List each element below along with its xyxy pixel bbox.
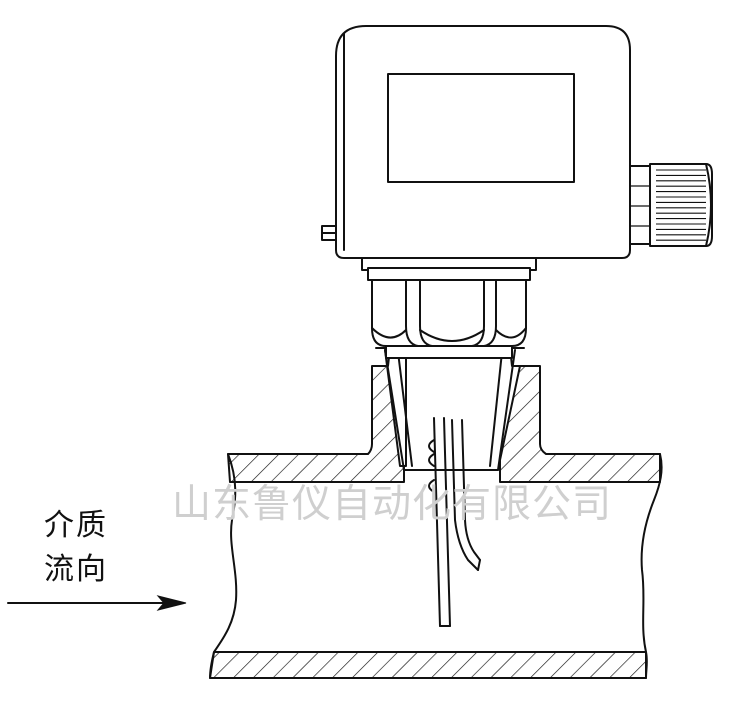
pipe-bottom-wall — [209, 651, 647, 679]
cable-gland — [629, 163, 713, 247]
paddle-stem — [428, 417, 481, 627]
pipe-top-wall-right — [499, 365, 661, 483]
hex-nut — [371, 277, 527, 359]
medium-label-line2: 流向 — [44, 552, 108, 587]
watermark-text: 山东鲁仪自动化有限公司 — [171, 482, 612, 527]
insertion-sleeve — [375, 344, 525, 471]
flow-direction-arrow — [7, 595, 187, 611]
display-window — [387, 73, 575, 183]
pipe-top-wall — [227, 365, 405, 483]
pipe-right-break — [640, 453, 663, 679]
medium-label-line1: 介质 — [44, 508, 108, 543]
pipe — [209, 365, 663, 679]
housing-neck — [361, 257, 537, 281]
pipe-left-break — [209, 453, 238, 679]
